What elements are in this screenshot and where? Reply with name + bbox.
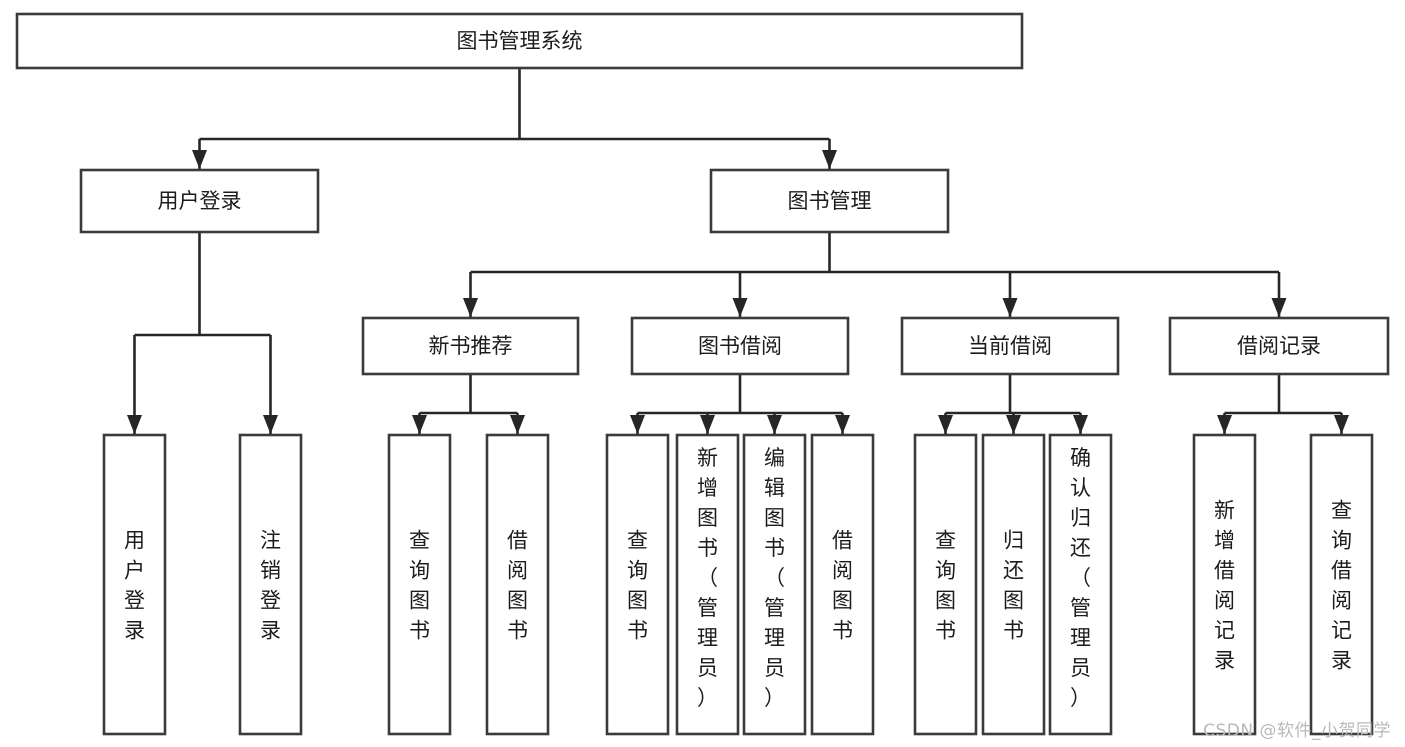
node-label-图书借阅: 图书借阅 — [698, 334, 782, 358]
node-label-用户登录: 用户登录 — [124, 529, 145, 643]
arrowhead-icon — [1073, 415, 1088, 434]
node-label-查询图书: 查询图书 — [627, 529, 648, 643]
arrowhead-icon — [1217, 415, 1232, 434]
arrowhead-icon — [192, 150, 207, 169]
node-label-图书管理系统: 图书管理系统 — [457, 29, 583, 53]
node-level2-0[interactable]: 用户登录 — [79, 168, 320, 234]
node-box-用户登录[interactable] — [79, 168, 320, 234]
node-leaf-9[interactable]: 归还图书 — [981, 433, 1046, 736]
node-box-图书管理[interactable] — [709, 168, 950, 234]
arrowhead-icon — [463, 298, 478, 317]
arrowhead-icon — [127, 415, 142, 434]
node-leaf-12[interactable]: 查询借阅记录 — [1309, 433, 1374, 736]
node-label-确认归还管理员: 确认归还（管理员） — [1070, 446, 1091, 710]
arrowhead-icon — [1334, 415, 1349, 434]
csdn-watermark: CSDN @软件_小贺同学 — [1203, 721, 1391, 741]
node-box-查询图书[interactable] — [387, 433, 452, 736]
node-leaf-11[interactable]: 新增借阅记录 — [1192, 433, 1257, 736]
arrowhead-icon — [835, 415, 850, 434]
node-leaf-6[interactable]: 编辑图书（管理员） — [742, 433, 807, 736]
node-leaf-10[interactable]: 确认归还（管理员） — [1048, 433, 1113, 736]
node-label-当前借阅: 当前借阅 — [968, 334, 1052, 358]
arrowhead-icon — [1002, 298, 1018, 317]
node-box-借阅记录[interactable] — [1168, 316, 1390, 376]
node-box-查询借阅记录[interactable] — [1309, 433, 1374, 736]
node-box-新增借阅记录[interactable] — [1192, 433, 1257, 736]
arrowhead-icon — [510, 415, 525, 434]
node-box-用户登录[interactable] — [102, 433, 167, 736]
arrowhead-icon — [732, 298, 748, 317]
node-box-图书管理系统[interactable] — [15, 12, 1024, 70]
node-leaf-1[interactable]: 注销登录 — [238, 433, 303, 736]
arrowhead-icon — [938, 415, 953, 434]
node-leaf-3[interactable]: 借阅图书 — [485, 433, 550, 736]
arrowhead-icon — [700, 415, 715, 434]
node-box-借阅图书[interactable] — [810, 433, 875, 736]
node-box-当前借阅[interactable] — [900, 316, 1120, 376]
node-level3-1[interactable]: 图书借阅 — [630, 316, 850, 376]
node-label-借阅图书: 借阅图书 — [832, 529, 853, 643]
node-leaf-4[interactable]: 查询图书 — [605, 433, 670, 736]
arrowhead-icon — [630, 415, 645, 434]
connector-layer — [127, 68, 1349, 434]
node-label-新书推荐: 新书推荐 — [429, 334, 513, 358]
node-label-注销登录: 注销登录 — [260, 529, 281, 643]
arrowhead-icon — [412, 415, 427, 434]
node-box-查询图书[interactable] — [913, 433, 978, 736]
node-label-编辑图书管理员: 编辑图书（管理员） — [764, 446, 785, 710]
arrowhead-icon — [822, 150, 837, 169]
node-label-借阅图书: 借阅图书 — [507, 529, 528, 643]
node-label-新增借阅记录: 新增借阅记录 — [1214, 499, 1235, 673]
node-leaf-8[interactable]: 查询图书 — [913, 433, 978, 736]
node-label-新增图书管理员: 新增图书（管理员） — [697, 446, 718, 710]
node-box-新增图书管理员[interactable] — [675, 433, 740, 736]
node-label-借阅记录: 借阅记录 — [1237, 334, 1321, 358]
node-root-0[interactable]: 图书管理系统 — [15, 12, 1024, 70]
node-box-查询图书[interactable] — [605, 433, 670, 736]
node-box-注销登录[interactable] — [238, 433, 303, 736]
arrowhead-icon — [767, 415, 782, 434]
node-box-图书借阅[interactable] — [630, 316, 850, 376]
node-box-归还图书[interactable] — [981, 433, 1046, 736]
node-box-新书推荐[interactable] — [361, 316, 580, 376]
arrowhead-icon — [263, 415, 278, 434]
arrowhead-icon — [1006, 415, 1021, 434]
node-layer: 图书管理系统用户登录图书管理新书推荐图书借阅当前借阅借阅记录用户登录注销登录查询… — [15, 12, 1390, 736]
node-label-归还图书: 归还图书 — [1003, 529, 1024, 643]
node-box-编辑图书管理员[interactable] — [742, 433, 807, 736]
node-level3-3[interactable]: 借阅记录 — [1168, 316, 1390, 376]
node-label-查询图书: 查询图书 — [409, 529, 430, 643]
node-level3-2[interactable]: 当前借阅 — [900, 316, 1120, 376]
node-box-确认归还管理员[interactable] — [1048, 433, 1113, 736]
node-label-用户登录: 用户登录 — [158, 189, 242, 213]
node-level3-0[interactable]: 新书推荐 — [361, 316, 580, 376]
node-label-图书管理: 图书管理 — [788, 189, 872, 213]
node-label-查询图书: 查询图书 — [935, 529, 956, 643]
node-leaf-0[interactable]: 用户登录 — [102, 433, 167, 736]
node-level2-1[interactable]: 图书管理 — [709, 168, 950, 234]
arrowhead-icon — [1271, 298, 1287, 317]
node-label-查询借阅记录: 查询借阅记录 — [1331, 499, 1352, 673]
node-leaf-2[interactable]: 查询图书 — [387, 433, 452, 736]
node-box-借阅图书[interactable] — [485, 433, 550, 736]
node-leaf-7[interactable]: 借阅图书 — [810, 433, 875, 736]
node-leaf-5[interactable]: 新增图书（管理员） — [675, 433, 740, 736]
